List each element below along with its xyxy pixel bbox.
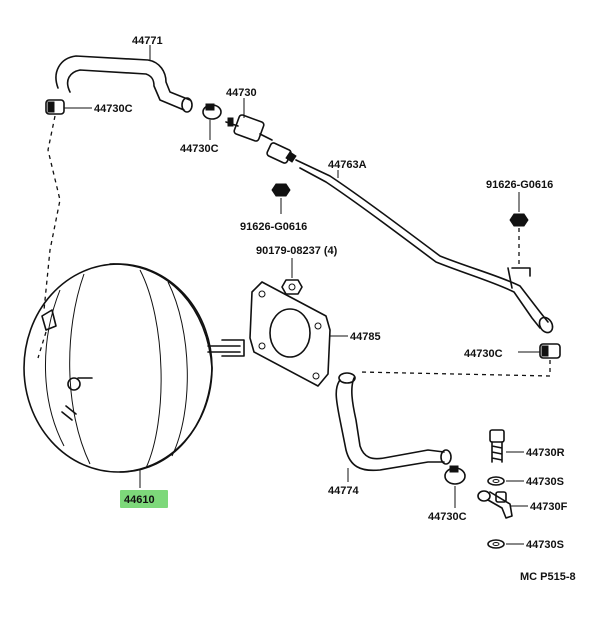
washer-upper[interactable] <box>487 476 505 486</box>
label-90179[interactable]: 90179-08237 (4) <box>256 245 338 257</box>
label-44730c-pipe-end[interactable]: 44730C <box>464 348 503 360</box>
lower-vacuum-hose[interactable] <box>335 372 452 472</box>
label-44730r[interactable]: 44730R <box>526 447 565 459</box>
label-44730c-lower[interactable]: 44730C <box>428 511 467 523</box>
union-fitting[interactable] <box>477 490 513 519</box>
washer-lower[interactable] <box>487 539 505 549</box>
check-valve[interactable] <box>225 114 273 142</box>
hose-clamp-lower[interactable] <box>444 465 466 485</box>
pipe-nut-left[interactable] <box>271 183 291 197</box>
brake-booster[interactable] <box>23 263 245 473</box>
hose-clamp-upper-left[interactable] <box>45 99 65 115</box>
diagram-reference-code: MC P515-8 <box>520 571 576 583</box>
booster-gasket[interactable] <box>249 281 331 387</box>
pipe-nut-right[interactable] <box>509 213 529 227</box>
upper-vacuum-hose[interactable] <box>55 55 193 113</box>
vacuum-pipe[interactable] <box>266 142 555 335</box>
label-91626-right[interactable]: 91626-G0616 <box>486 179 553 191</box>
booster-mounting-nut[interactable] <box>281 279 303 295</box>
label-44730s-upper[interactable]: 44730S <box>526 476 564 488</box>
dashed-pipe-end <box>359 360 551 377</box>
label-44730s-lower[interactable]: 44730S <box>526 539 564 551</box>
label-44730[interactable]: 44730 <box>226 87 257 99</box>
hose-clamp-valve[interactable] <box>202 103 222 120</box>
label-44610[interactable]: 44610 <box>124 494 155 506</box>
label-44785[interactable]: 44785 <box>350 331 381 343</box>
label-44730c-valve[interactable]: 44730C <box>180 143 219 155</box>
label-44730f[interactable]: 44730F <box>530 501 568 513</box>
hose-clamp-pipe-end[interactable] <box>539 343 561 359</box>
label-44774[interactable]: 44774 <box>328 485 359 497</box>
label-44730c-upper-left[interactable]: 44730C <box>94 103 133 115</box>
label-44763a[interactable]: 44763A <box>328 159 367 171</box>
union-bolt[interactable] <box>489 429 505 463</box>
label-91626-left[interactable]: 91626-G0616 <box>240 221 307 233</box>
label-44771[interactable]: 44771 <box>132 35 163 47</box>
booster-label-highlight <box>120 490 168 508</box>
dashed-connection-left <box>43 115 61 311</box>
